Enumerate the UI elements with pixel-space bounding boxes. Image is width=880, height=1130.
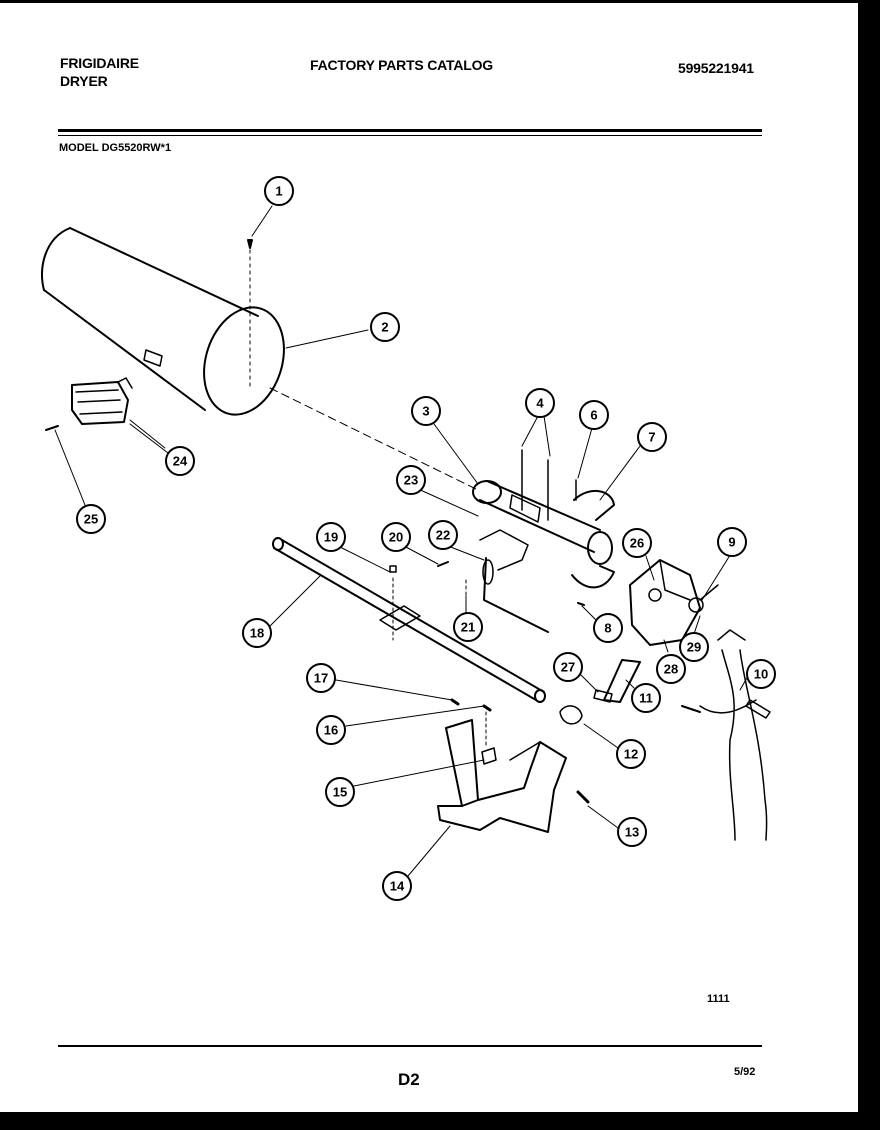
burner-electrode-parts xyxy=(437,529,549,633)
product-type: DRYER xyxy=(60,73,108,89)
callout-2: 2 xyxy=(370,312,400,342)
flame-sensor-parts xyxy=(559,659,641,725)
burner-tube-drum xyxy=(40,227,285,416)
model-number: MODEL DG5520RW*1 xyxy=(59,142,172,154)
print-date: 5/92 xyxy=(734,1066,756,1078)
callout-group: 1 2 3 4 6 7 8 9 10 11 12 13 14 15 16 17 … xyxy=(76,176,776,901)
callout-13: 13 xyxy=(617,817,647,847)
callout-10-label: 10 xyxy=(754,667,768,682)
callout-6: 6 xyxy=(579,400,609,430)
header-rule-thin xyxy=(58,135,762,136)
callout-26: 26 xyxy=(622,528,652,558)
callout-7-label: 7 xyxy=(648,430,655,445)
callout-29: 29 xyxy=(679,632,709,662)
callout-10: 10 xyxy=(746,659,776,689)
callout-19: 19 xyxy=(316,522,346,552)
callout-24: 24 xyxy=(165,446,195,476)
callout-24-label: 24 xyxy=(173,454,188,469)
alignment-line xyxy=(269,387,479,491)
callout-4: 4 xyxy=(525,388,555,418)
callout-2-label: 2 xyxy=(381,320,388,335)
callout-28: 28 xyxy=(656,654,686,684)
catalog-part-number: 5995221941 xyxy=(678,60,754,76)
callout-29-label: 29 xyxy=(687,640,701,655)
callout-28-label: 28 xyxy=(664,662,678,677)
callout-27: 27 xyxy=(553,652,583,682)
callout-26-label: 26 xyxy=(630,536,644,551)
callout-11-label: 11 xyxy=(639,691,653,706)
burner-tube xyxy=(272,537,546,703)
page-label: D2 xyxy=(398,1070,420,1089)
callout-4-label: 4 xyxy=(536,396,544,411)
callout-9-label: 9 xyxy=(728,535,735,550)
frame-right-border xyxy=(858,0,880,1130)
callout-12-label: 12 xyxy=(624,747,638,762)
callout-27-label: 27 xyxy=(561,660,575,675)
callout-14-label: 14 xyxy=(390,879,405,894)
callout-16: 16 xyxy=(316,715,346,745)
brand-block: FRIGIDAIRE DRYER xyxy=(60,54,139,90)
frame-top-border xyxy=(0,0,860,3)
gas-valve xyxy=(629,559,719,646)
callout-25-label: 25 xyxy=(84,512,98,527)
leader-lines xyxy=(129,205,749,877)
callout-7: 7 xyxy=(637,422,667,452)
frame-bottom-border xyxy=(0,1112,880,1130)
callout-9: 9 xyxy=(717,527,747,557)
callout-21: 21 xyxy=(453,612,483,642)
callout-17: 17 xyxy=(306,663,336,693)
callout-20-label: 20 xyxy=(389,530,403,545)
callout-21-label: 21 xyxy=(461,620,475,635)
burner-body xyxy=(472,449,615,606)
callout-1-label: 1 xyxy=(275,184,282,199)
callout-15: 15 xyxy=(325,777,355,807)
callout-12: 12 xyxy=(616,739,646,769)
callout-22-label: 22 xyxy=(436,528,450,543)
callout-22: 22 xyxy=(428,520,458,550)
callout-3: 3 xyxy=(411,396,441,426)
callout-20: 20 xyxy=(381,522,411,552)
figure-number: 1111 xyxy=(707,993,730,1005)
callout-1: 1 xyxy=(264,176,294,206)
ignitor-assembly xyxy=(45,377,166,506)
callout-8: 8 xyxy=(593,613,623,643)
callout-18-label: 18 xyxy=(250,626,264,641)
callout-23-label: 23 xyxy=(404,473,418,488)
callout-11: 11 xyxy=(631,683,661,713)
footer-rule xyxy=(58,1045,762,1047)
callout-17-label: 17 xyxy=(314,671,328,686)
callout-15-label: 15 xyxy=(333,785,347,800)
header-rule-thick xyxy=(58,129,762,132)
callout-13-label: 13 xyxy=(625,825,639,840)
callout-25: 25 xyxy=(76,504,106,534)
callout-14: 14 xyxy=(382,871,412,901)
callout-23: 23 xyxy=(396,465,426,495)
callout-6-label: 6 xyxy=(590,408,597,423)
callout-16-label: 16 xyxy=(324,723,338,738)
callout-19-label: 19 xyxy=(324,530,338,545)
callout-3-label: 3 xyxy=(422,404,429,419)
wire-harness xyxy=(681,629,771,841)
catalog-title: FACTORY PARTS CATALOG xyxy=(310,57,493,73)
brand-name: FRIGIDAIRE xyxy=(60,55,139,71)
mounting-bracket xyxy=(437,698,590,833)
callout-8-label: 8 xyxy=(604,621,611,636)
callout-18: 18 xyxy=(242,618,272,648)
